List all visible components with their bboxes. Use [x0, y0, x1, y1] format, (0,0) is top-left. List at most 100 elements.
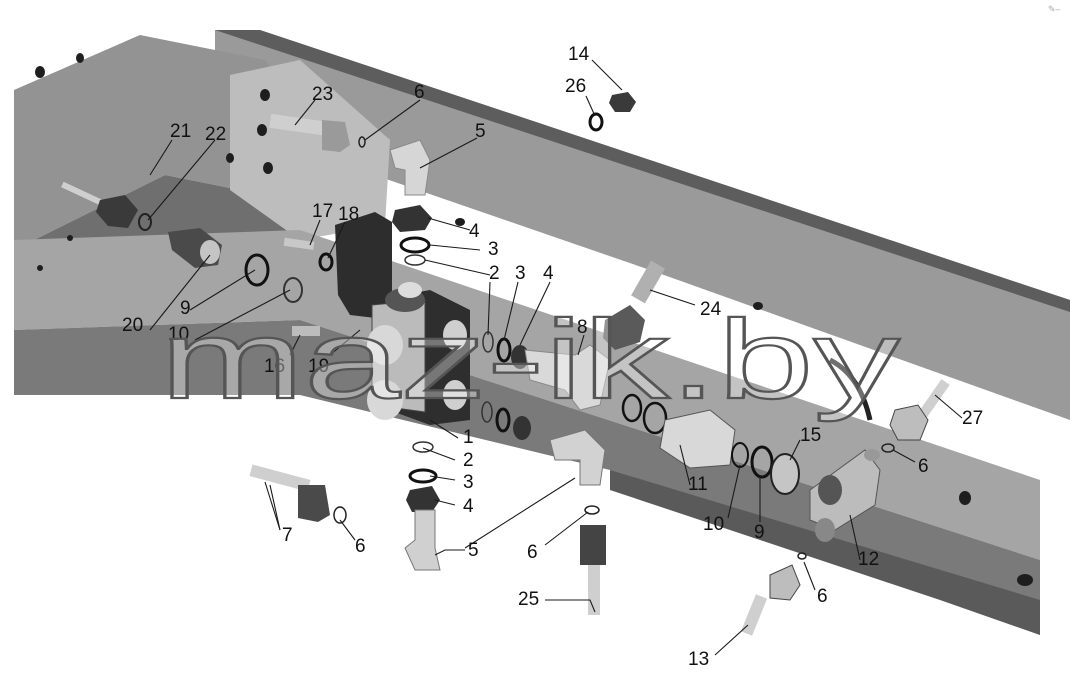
callout-3: 3	[515, 263, 526, 284]
frame-holes	[35, 53, 1033, 586]
callout-12: 12	[858, 549, 879, 570]
back-rail-top	[215, 30, 1070, 420]
part-4-nut-lower	[406, 486, 440, 512]
callout-14: 14	[568, 44, 590, 65]
part-5-elbow-top	[389, 139, 431, 196]
callout-23: 23	[312, 84, 333, 105]
part-25-tube	[588, 565, 600, 615]
part-26-washer	[588, 112, 604, 132]
parts	[61, 92, 950, 636]
part-16-bolt	[292, 326, 320, 336]
part-7-nut	[298, 485, 330, 522]
part-21-pipe	[61, 181, 109, 209]
callout-15: 15	[800, 425, 821, 446]
part-23-nut	[322, 120, 350, 152]
part-1-valve-body	[367, 282, 470, 425]
callout-19: 19	[308, 356, 329, 377]
part-14-nut	[609, 92, 636, 112]
callout-17: 17	[312, 201, 333, 222]
front-rail-face	[14, 320, 1040, 635]
leader-lines	[147, 59, 963, 656]
callout-6: 6	[918, 456, 929, 477]
part-22-ring	[138, 213, 152, 231]
part-10-ring-left	[283, 277, 303, 303]
part-6-ring-bottom	[797, 552, 807, 560]
callout-6: 6	[414, 82, 425, 103]
part-27-tube	[915, 379, 950, 422]
callout-9: 9	[180, 298, 191, 319]
part-9-ring-left	[244, 253, 270, 287]
part-5-elbow-lower	[404, 509, 441, 571]
part-4-nut-right-low	[513, 416, 531, 440]
callout-8: 8	[577, 317, 588, 338]
back-rail-edge	[215, 30, 1070, 312]
callout-2: 2	[489, 263, 500, 284]
callout-labels: 14 26 23 6 5 21 22 17 18 4 3 2 3 4 24 8 …	[122, 44, 983, 670]
part-8-elbow	[524, 344, 611, 411]
part-17-bolt	[283, 237, 315, 250]
callout-18: 18	[338, 204, 359, 225]
part-27-nut	[889, 404, 929, 441]
part-13-tube	[740, 594, 768, 636]
part-7-pipe	[249, 464, 311, 492]
callout-26: 26	[565, 76, 586, 97]
front-rail-top	[14, 230, 1040, 560]
callout-25: 25	[518, 589, 539, 610]
callout-22: 22	[205, 124, 226, 145]
callout-20: 20	[122, 315, 143, 336]
callout-4: 4	[543, 263, 554, 284]
callout-6: 6	[527, 542, 538, 563]
part-24-nut	[603, 305, 645, 350]
part-3-ring-right-low	[495, 407, 511, 433]
part-6-ring-right-top	[881, 443, 895, 453]
part-9-ring-mid	[621, 393, 643, 423]
part-3-ring-lower	[408, 468, 438, 484]
part-24-pipe	[631, 260, 665, 304]
callout-27: 27	[962, 408, 983, 429]
callout-9: 9	[754, 522, 765, 543]
callout-16: 16	[264, 356, 285, 377]
callout-3: 3	[488, 239, 499, 260]
rail-shadow-arc	[828, 357, 873, 421]
callout-2: 2	[463, 450, 474, 471]
part-6-ring-left-low	[333, 506, 347, 524]
part-2-ring-lower	[412, 441, 434, 453]
callout-21: 21	[170, 121, 191, 142]
part-23-pipe	[269, 113, 331, 137]
part-13-nut	[769, 564, 801, 601]
part-15-sleeve	[770, 453, 800, 495]
callout-1: 1	[463, 427, 474, 448]
front-rail-lower-flange	[610, 470, 1040, 635]
watermark: maz-ik.by	[160, 297, 900, 422]
part-21-nut	[96, 195, 138, 228]
callout-5: 5	[475, 121, 486, 142]
frame-rails	[14, 30, 1070, 635]
part-6-ring-top	[358, 136, 366, 148]
part-25-nut	[580, 525, 606, 565]
part-4-nut-right	[511, 345, 529, 369]
part-2-ring-upper	[404, 254, 426, 266]
callout-7: 7	[282, 525, 293, 546]
callout-10: 10	[168, 324, 189, 345]
part-11-coupling	[659, 409, 736, 469]
callout-11: 11	[688, 474, 708, 495]
part-20-end	[200, 240, 220, 264]
part-12-tee	[809, 449, 881, 542]
bracket-plate	[230, 60, 390, 240]
corner-mark: ✎–	[1048, 4, 1061, 14]
callout-13: 13	[688, 649, 709, 670]
callout-6: 6	[817, 586, 828, 607]
callout-3: 3	[463, 472, 474, 493]
part-3-ring-upper	[399, 236, 431, 254]
valve-bracket	[335, 212, 392, 320]
part-9-ring-right	[750, 445, 774, 479]
callout-4: 4	[463, 496, 474, 517]
part-18-washer	[318, 252, 334, 272]
part-5-elbow-middle	[549, 429, 606, 486]
callout-24: 24	[700, 299, 722, 320]
part-4-nut-upper	[392, 205, 432, 232]
part-2-ring-right-low	[481, 401, 493, 423]
callout-4: 4	[469, 221, 480, 242]
callout-10: 10	[703, 514, 724, 535]
